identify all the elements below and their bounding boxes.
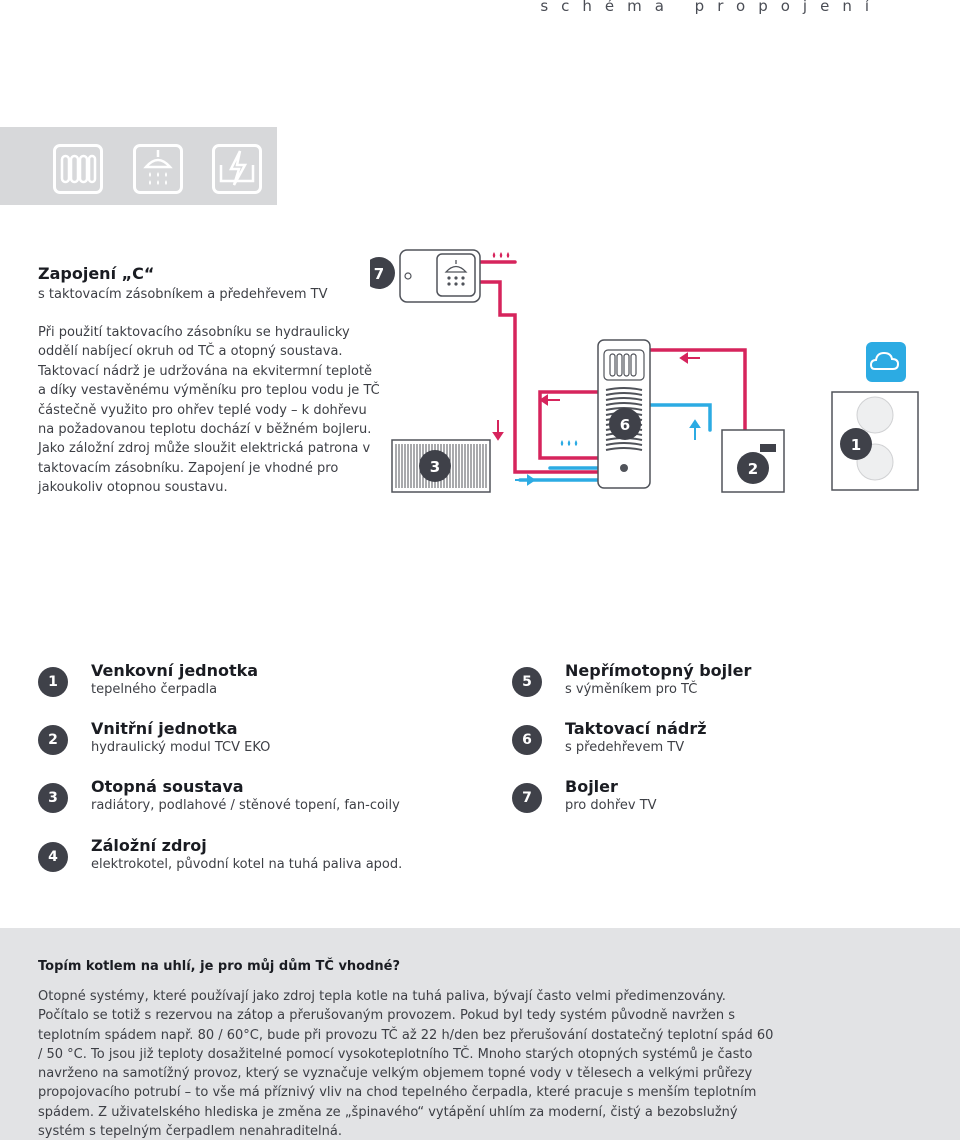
legend-title: Vnitřní jednotka xyxy=(91,719,238,738)
legend-number: 2 xyxy=(38,725,68,755)
cloud-icon xyxy=(866,342,906,382)
radiator-icon xyxy=(53,144,103,194)
shower-icon xyxy=(133,144,183,194)
legend-number: 7 xyxy=(512,783,542,813)
flow-arrows xyxy=(492,352,701,486)
badge-6: 6 xyxy=(609,408,641,440)
legend-subtitle: hydraulický modul TCV EKO xyxy=(91,740,271,755)
legend-title: Otopná soustava xyxy=(91,777,244,796)
electric-heating-icon xyxy=(212,144,262,194)
legend-subtitle: tepelného čerpadla xyxy=(91,682,218,697)
hot-water-drops xyxy=(492,252,510,258)
info-text: Otopné systémy, které používají jako zdr… xyxy=(38,989,774,1140)
svg-text:1: 1 xyxy=(851,436,861,454)
legend-subtitle: pro dohřev TV xyxy=(565,798,657,813)
svg-text:6: 6 xyxy=(620,416,630,434)
legend-title: Nepřímotopný bojler xyxy=(565,661,752,680)
legend-subtitle: s předehřevem TV xyxy=(565,740,685,755)
section-subtitle: s taktovacím zásobníkem a předehřevem TV xyxy=(38,287,328,302)
legend-title: Taktovací nádrž xyxy=(565,719,707,738)
badge-2: 2 xyxy=(737,452,769,484)
page-header-title: schéma propojení xyxy=(540,0,882,15)
legend-title: Venkovní jednotka xyxy=(91,661,259,680)
info-title: Topím kotlem na uhlí, je pro můj dům TČ … xyxy=(38,959,401,974)
svg-text:2: 2 xyxy=(748,460,758,478)
cold-water-drops xyxy=(560,440,578,446)
legend-title: Záložní zdroj xyxy=(91,836,207,855)
svg-text:7: 7 xyxy=(374,265,384,283)
legend-number: 5 xyxy=(512,667,542,697)
hot-water-pipes xyxy=(478,260,747,474)
legend-title: Bojler xyxy=(565,777,618,796)
legend-number: 6 xyxy=(512,725,542,755)
boiler-unit xyxy=(399,249,481,303)
info-box: Topím kotlem na uhlí, je pro můj dům TČ … xyxy=(0,928,960,1140)
legend-subtitle: s výměníkem pro TČ xyxy=(565,682,698,697)
badge-1: 1 xyxy=(840,428,872,460)
legend-number: 1 xyxy=(38,667,68,697)
section-title: Zapojení „C“ xyxy=(38,264,155,283)
heating-system-diagram: 7 3 6 2 1 xyxy=(370,249,919,493)
badge-7: 7 xyxy=(370,257,395,289)
badge-3: 3 xyxy=(419,450,451,482)
legend-subtitle: elektrokotel, původní kotel na tuhá pali… xyxy=(91,857,403,872)
legend-subtitle: radiátory, podlahové / stěnové topení, f… xyxy=(91,798,400,813)
svg-text:3: 3 xyxy=(430,458,440,476)
section-description: Při použití taktovacího zásobníku se hyd… xyxy=(38,325,380,496)
legend-number: 3 xyxy=(38,783,68,813)
legend-number: 4 xyxy=(38,842,68,872)
icon-band xyxy=(0,127,277,205)
